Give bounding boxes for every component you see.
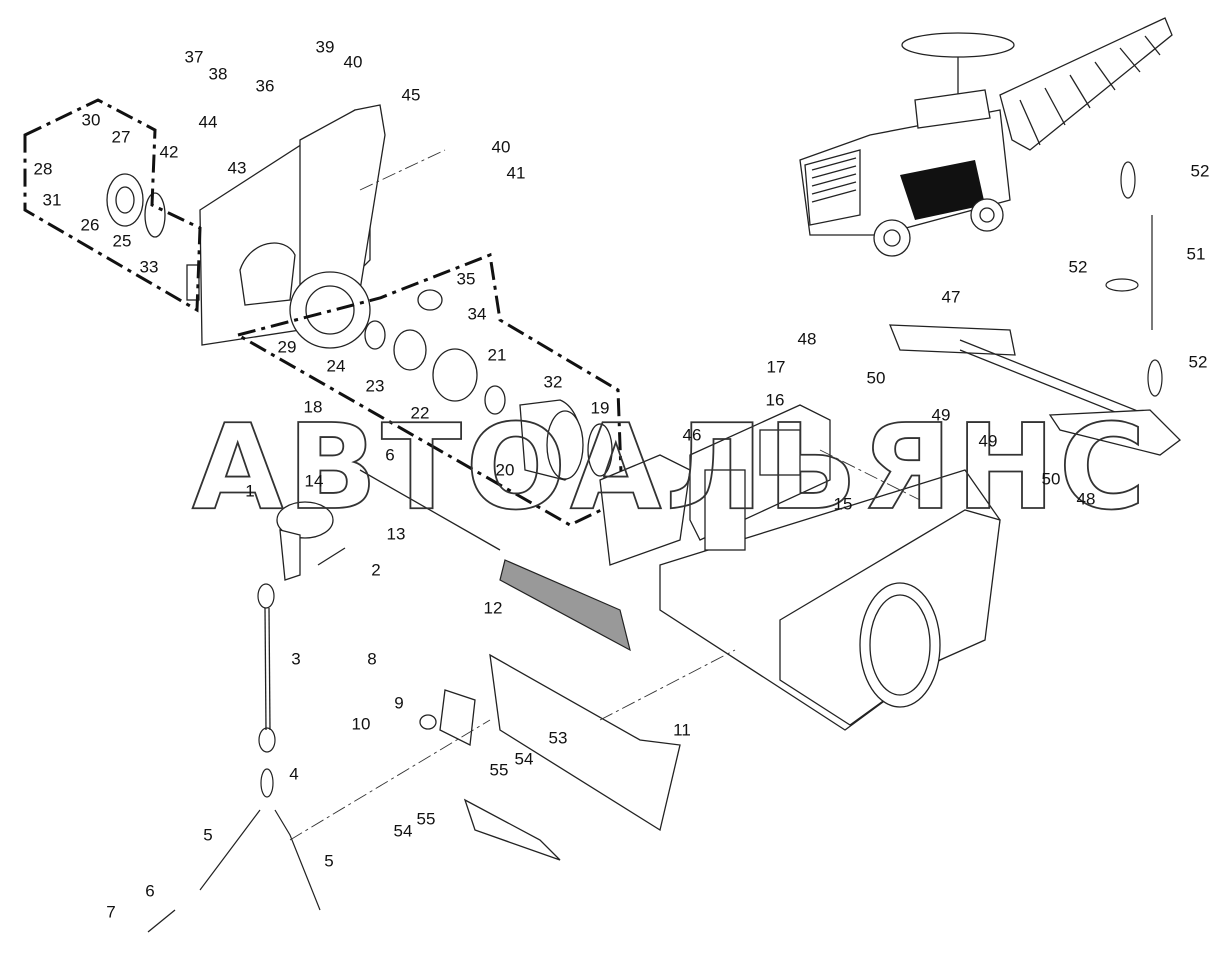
plate [499,559,631,652]
mounting-plate [186,104,386,349]
callout-c54b: 54 [394,821,413,840]
callout-c43: 43 [228,158,247,177]
callout-c29: 29 [278,337,297,356]
hook-assembly [276,501,346,581]
callout-c50a: 50 [867,368,886,387]
lever-arm [889,324,1181,456]
callout-c3: 3 [291,649,300,668]
callout-c9: 9 [394,693,403,712]
callout-c38: 38 [209,64,228,83]
callout-c36: 36 [256,76,275,95]
callout-c53: 53 [549,728,568,747]
callout-c23: 23 [366,376,385,395]
callout-c42: 42 [160,142,179,161]
rod [359,469,501,551]
callout-c8: 8 [367,649,376,668]
callout-c20: 20 [496,460,515,479]
callout-c35: 35 [457,269,476,288]
callout-c40a: 40 [344,52,363,71]
callout-c17: 17 [767,357,786,376]
callout-c24: 24 [327,356,346,375]
callout-c49b: 49 [979,431,998,450]
callout-c37: 37 [185,47,204,66]
callout-c55b: 55 [417,809,436,828]
callout-c30: 30 [82,110,101,129]
callout-c55a: 55 [490,760,509,779]
cable [257,583,276,753]
callout-c49a: 49 [932,405,951,424]
callout-c28: 28 [34,159,53,178]
callout-c51: 51 [1187,244,1206,263]
callout-c34: 34 [468,304,487,323]
callout-c27: 27 [112,127,131,146]
callout-c41: 41 [507,163,526,182]
callout-c11: 11 [673,720,691,739]
callout-c52b: 52 [1069,257,1088,276]
callout-c52a: 52 [1191,161,1210,180]
chains [147,768,321,933]
callout-c48a: 48 [798,329,817,348]
callout-c33: 33 [140,257,159,276]
callout-c45: 45 [402,85,421,104]
callout-c31: 31 [43,190,62,209]
callout-c12: 12 [484,598,503,617]
callout-c15: 15 [834,494,853,513]
callout-c44: 44 [199,112,218,131]
callout-c5a: 5 [203,825,212,844]
callout-c2: 2 [371,560,380,579]
callout-c48b: 48 [1077,489,1096,508]
callout-c39: 39 [316,37,335,56]
callout-c4: 4 [289,764,298,783]
callout-c18: 18 [304,397,323,416]
main-frame [599,404,1001,731]
callout-c54a: 54 [515,749,534,768]
callout-c32: 32 [544,372,563,391]
callout-c22: 22 [411,403,430,422]
bearing-assembly [106,173,613,481]
callout-c6b: 6 [385,445,394,464]
callout-c10: 10 [352,714,371,733]
callout-c46: 46 [683,425,702,444]
right-chain [1105,161,1163,397]
callout-c47: 47 [942,287,961,306]
callout-c26: 26 [81,215,100,234]
callout-c6a: 6 [145,881,154,900]
callout-c21: 21 [488,345,507,364]
group-outline-left [23,98,202,313]
machine-illustration [799,17,1173,257]
callout-c1: 1 [245,481,254,500]
callout-c52c: 52 [1189,352,1208,371]
callout-c25: 25 [113,231,132,250]
watermark-text: АВТОАЛЬЯНС [192,398,1150,536]
leader-lines [289,149,921,841]
callout-c40b: 40 [492,137,511,156]
callout-c14: 14 [305,471,324,490]
group-outline-center [234,252,624,527]
callout-c5b: 5 [324,851,333,870]
callout-c7: 7 [106,902,115,921]
callout-c16: 16 [766,390,785,409]
callout-c19: 19 [591,398,610,417]
bracket-assembly [419,653,681,861]
callout-c13: 13 [387,524,406,543]
callout-c50b: 50 [1042,469,1061,488]
